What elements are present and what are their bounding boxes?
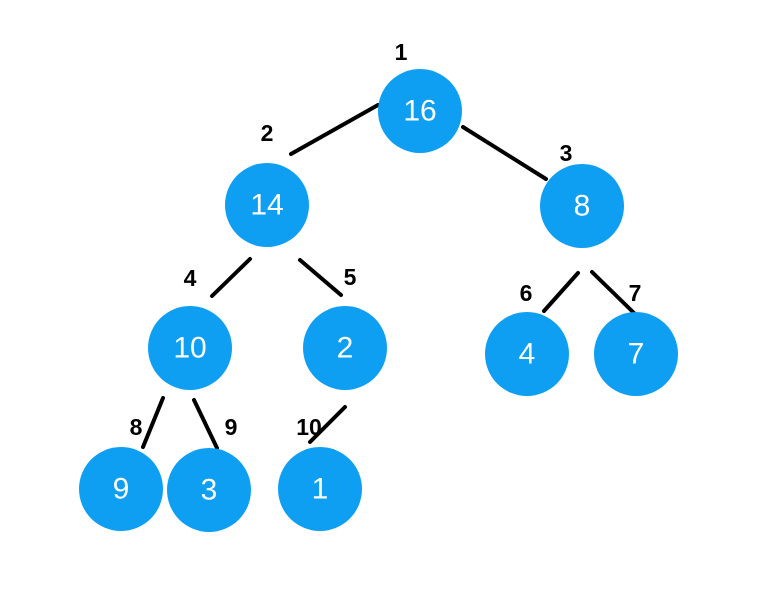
tree-node-circle <box>378 69 462 153</box>
tree-node-value: 1 <box>312 473 329 506</box>
tree-node-circle <box>148 306 232 390</box>
node-index-label-1: 1 <box>395 39 408 65</box>
tree-edge-1-2 <box>289 103 380 156</box>
tree-edge-3-7 <box>590 270 636 315</box>
tree-node-1: 16 <box>378 69 462 153</box>
node-index-label-6: 6 <box>520 280 533 306</box>
tree-edges <box>141 103 636 450</box>
tree-node-4: 10 <box>148 306 232 390</box>
node-index-label-4: 4 <box>184 265 197 291</box>
tree-edge-2-4 <box>210 257 252 298</box>
tree-node-7: 7 <box>594 312 678 396</box>
tree-edge-4-9 <box>192 398 219 450</box>
tree-node-10: 1 <box>278 447 362 531</box>
tree-node-value: 2 <box>337 332 354 365</box>
tree-nodes: 16 14 8 10 2 4 <box>79 69 678 532</box>
tree-edge-1-3 <box>461 125 548 181</box>
tree-edge-2-5 <box>298 258 343 297</box>
tree-node-circle <box>167 448 251 532</box>
tree-node-value: 10 <box>173 332 206 365</box>
node-index-label-9: 9 <box>225 414 238 440</box>
tree-node-value: 8 <box>574 190 591 223</box>
tree-node-circle <box>79 447 163 531</box>
node-index-label-2: 2 <box>261 120 274 146</box>
tree-node-9: 3 <box>167 448 251 532</box>
node-index-label-7: 7 <box>629 280 642 306</box>
node-index-label-10: 10 <box>296 414 322 440</box>
node-index-label-5: 5 <box>344 264 357 290</box>
tree-node-3: 8 <box>540 164 624 248</box>
tree-node-circle <box>485 312 569 396</box>
tree-node-value: 16 <box>403 95 436 128</box>
tree-edge-3-6 <box>542 271 580 313</box>
tree-node-5: 2 <box>303 306 387 390</box>
tree-node-value: 14 <box>250 189 283 222</box>
tree-node-2: 14 <box>225 163 309 247</box>
tree-node-circle <box>540 164 624 248</box>
node-index-label-3: 3 <box>560 140 573 166</box>
tree-node-circle <box>278 447 362 531</box>
tree-edge-4-8 <box>141 396 165 449</box>
tree-node-6: 4 <box>485 312 569 396</box>
tree-node-circle <box>303 306 387 390</box>
tree-node-value: 4 <box>519 338 536 371</box>
tree-edge-5-10 <box>308 405 347 444</box>
tree-node-circle <box>594 312 678 396</box>
tree-node-value: 7 <box>628 338 645 371</box>
tree-node-value: 9 <box>113 473 130 506</box>
tree-node-8: 9 <box>79 447 163 531</box>
tree-index-labels: 1 2 3 4 5 6 7 8 9 10 <box>130 39 642 440</box>
tree-node-value: 3 <box>201 474 218 507</box>
node-index-label-8: 8 <box>130 414 143 440</box>
tree-node-circle <box>225 163 309 247</box>
